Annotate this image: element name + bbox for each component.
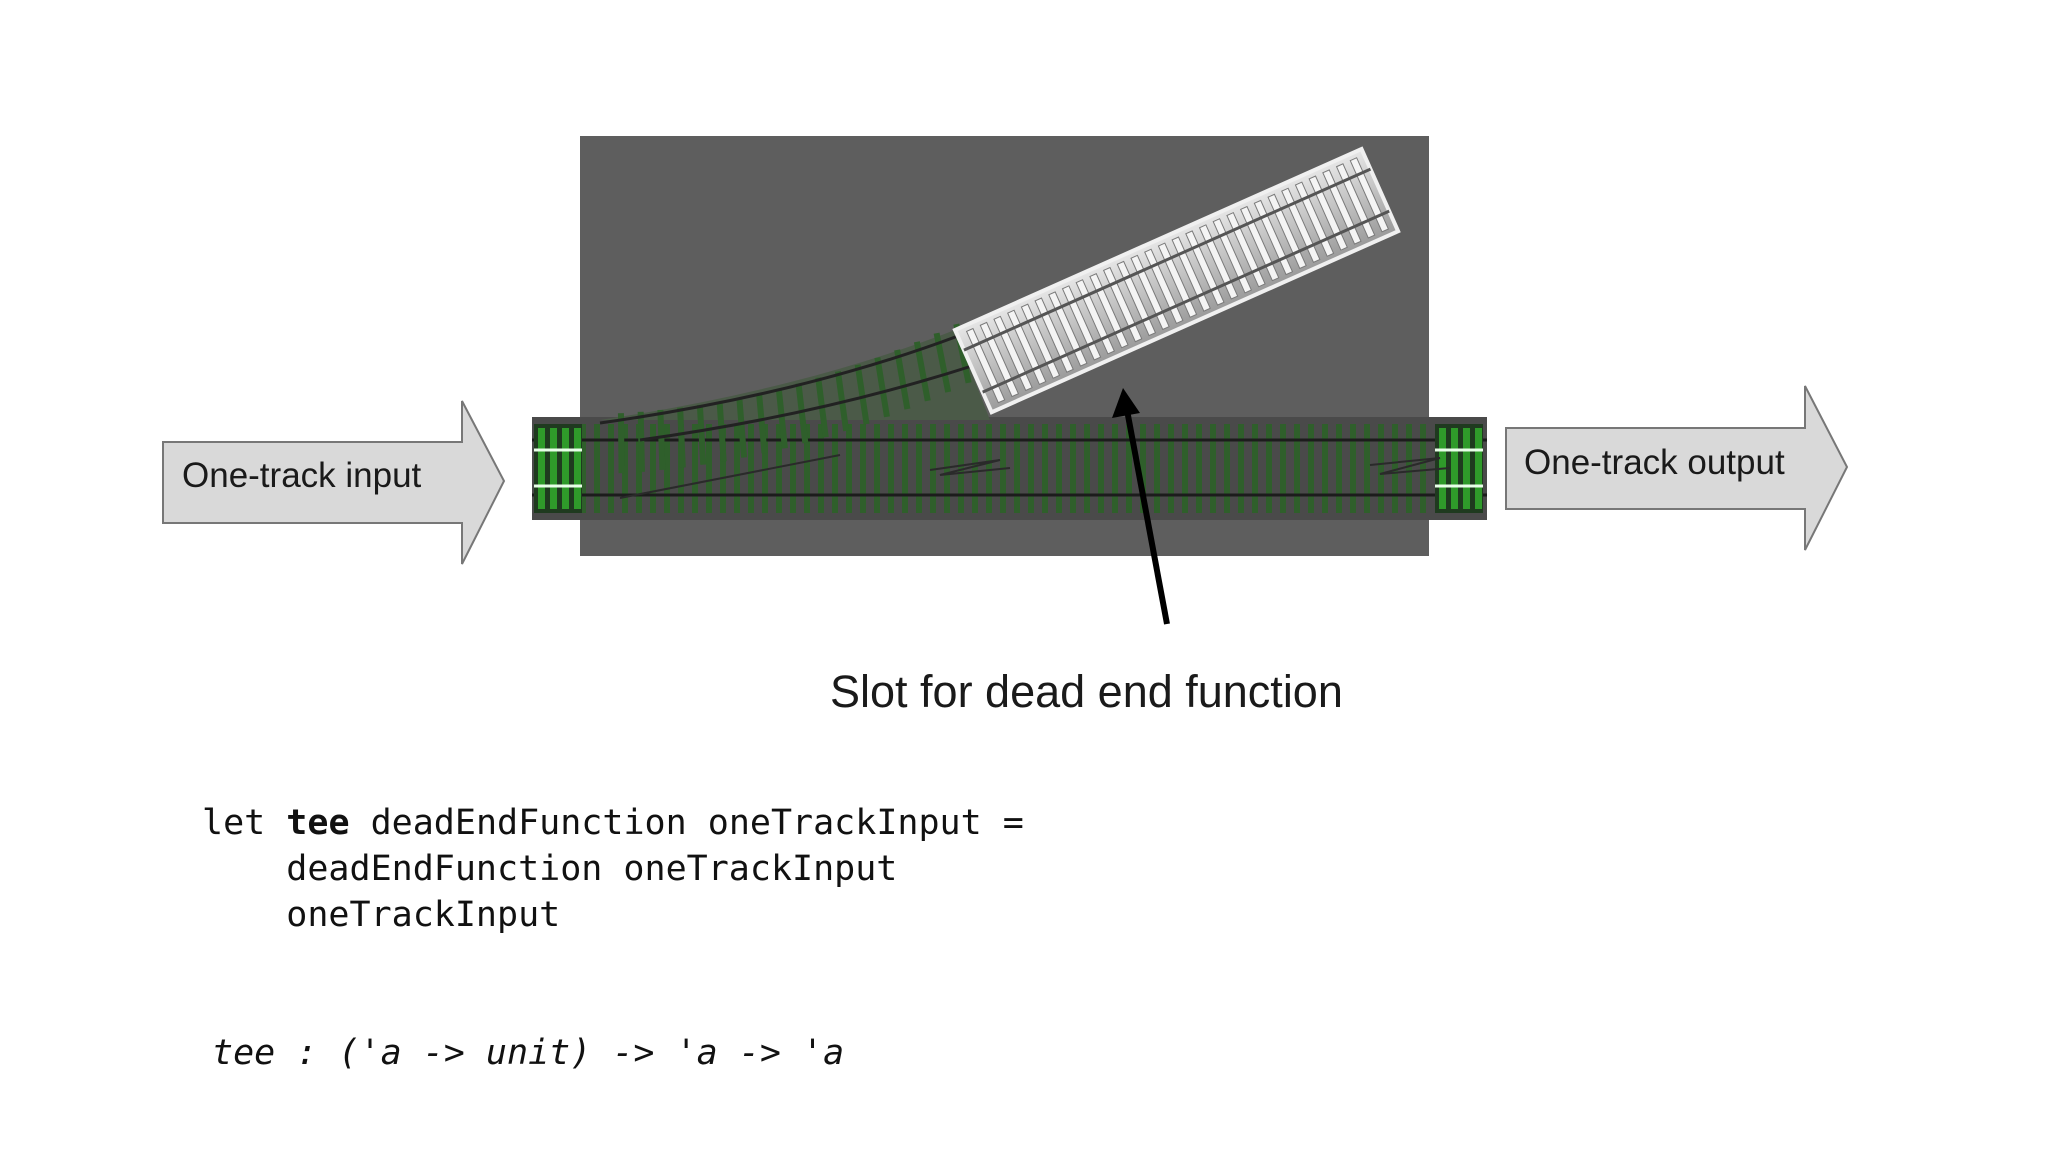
dead-end-slot-track — [952, 146, 1401, 415]
code-line-3: oneTrackInput — [202, 895, 561, 935]
slot-caption: Slot for dead end function — [830, 666, 1343, 717]
input-arrow: One-track input — [162, 400, 506, 565]
code-keyword-let: let — [202, 803, 266, 843]
output-label: One-track output — [1524, 443, 1785, 482]
branch-track — [599, 323, 990, 474]
track-end-left — [534, 424, 582, 513]
type-signature: tee : ('a -> unit) -> 'a -> 'a — [212, 1033, 845, 1073]
code-function-name: tee — [286, 803, 350, 843]
output-arrow: One-track output — [1505, 385, 1849, 551]
code-line-1-rest: deadEndFunction oneTrackInput = — [370, 803, 1024, 843]
code-line-2: deadEndFunction oneTrackInput — [202, 849, 898, 889]
input-label: One-track input — [182, 456, 422, 495]
code-listing: let tee deadEndFunction oneTrackInput = … — [202, 800, 1024, 938]
main-track — [532, 417, 1487, 520]
slot-pointer-arrow — [1112, 388, 1170, 625]
